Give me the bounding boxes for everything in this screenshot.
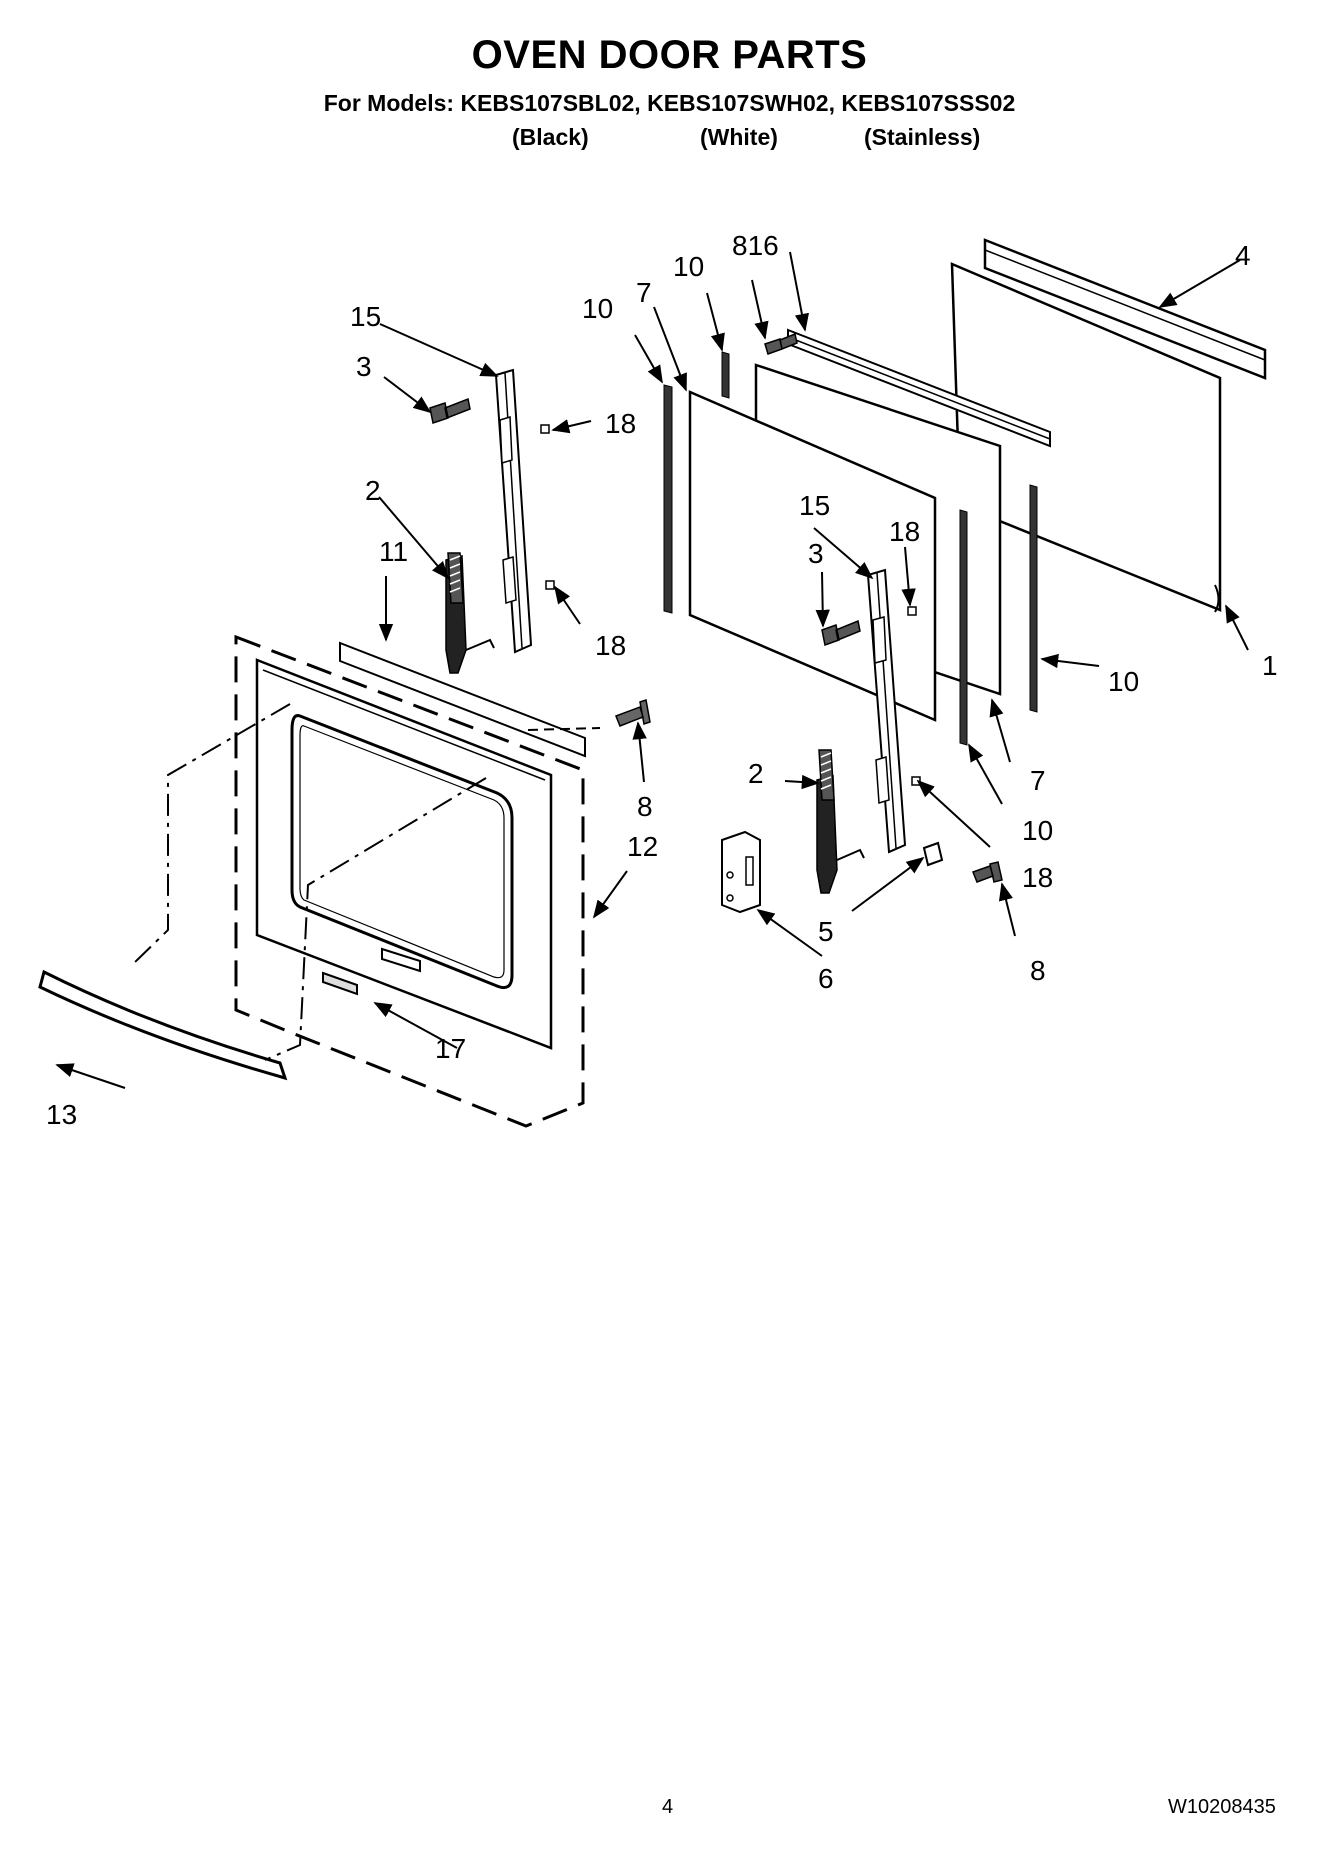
callout-18: 18 bbox=[605, 408, 636, 439]
seal-3 bbox=[959, 509, 968, 746]
callout-15: 15 bbox=[350, 301, 381, 332]
callout-17: 17 bbox=[435, 1033, 466, 1064]
callout-12: 12 bbox=[627, 831, 658, 862]
screw-816 bbox=[764, 332, 798, 355]
screw-left bbox=[429, 397, 471, 424]
callout-10: 10 bbox=[1022, 815, 1053, 846]
callout-7: 7 bbox=[636, 277, 652, 308]
callout-10: 10 bbox=[582, 293, 613, 324]
door-badge bbox=[381, 947, 421, 973]
page-number: 4 bbox=[662, 1796, 674, 1818]
model-list: For Models: KEBS107SBL02, KEBS107SWH02, … bbox=[323, 90, 1016, 116]
callout-6: 6 bbox=[818, 963, 834, 994]
callout-3: 3 bbox=[808, 538, 824, 569]
screw-8-right bbox=[972, 861, 1003, 883]
page-title: OVEN DOOR PARTS bbox=[471, 33, 868, 77]
finish-black: (Black) bbox=[512, 124, 589, 150]
callout-15: 15 bbox=[799, 490, 830, 521]
outer-glass bbox=[950, 262, 1222, 612]
seal-1 bbox=[663, 384, 673, 614]
callout-3: 3 bbox=[356, 351, 372, 382]
badge-insert bbox=[322, 971, 358, 996]
callout-18: 18 bbox=[595, 630, 626, 661]
seal-2 bbox=[721, 351, 730, 399]
callout-1: 1 bbox=[1262, 650, 1278, 681]
callout-816: 816 bbox=[732, 230, 779, 261]
screw-8-left bbox=[615, 699, 651, 727]
top-trim bbox=[983, 238, 1267, 380]
latch bbox=[922, 841, 944, 867]
bracket bbox=[721, 830, 761, 914]
callout-11: 11 bbox=[379, 536, 408, 567]
callout-10: 10 bbox=[673, 251, 704, 282]
callout-5: 5 bbox=[818, 916, 834, 947]
callout-8: 8 bbox=[637, 791, 653, 822]
seal-4 bbox=[1029, 484, 1038, 713]
callout-10: 10 bbox=[1108, 666, 1139, 697]
callout-8: 8 bbox=[1030, 955, 1046, 986]
door-window bbox=[290, 714, 514, 990]
callout-2: 2 bbox=[748, 758, 764, 789]
callout-7: 7 bbox=[1030, 765, 1046, 796]
outer-door-outline bbox=[234, 634, 585, 1128]
door-handle bbox=[38, 969, 288, 1081]
screw-right bbox=[821, 619, 861, 646]
finish-stainless: (Stainless) bbox=[864, 124, 981, 150]
callout-2: 2 bbox=[365, 475, 381, 506]
callout-13: 13 bbox=[46, 1099, 77, 1130]
callout-18: 18 bbox=[889, 516, 920, 547]
document-number: W10208435 bbox=[1168, 1796, 1276, 1818]
vent-strip bbox=[339, 641, 586, 758]
finish-white: (White) bbox=[700, 124, 778, 150]
callout-4: 4 bbox=[1235, 240, 1251, 271]
callout-18: 18 bbox=[1022, 862, 1053, 893]
